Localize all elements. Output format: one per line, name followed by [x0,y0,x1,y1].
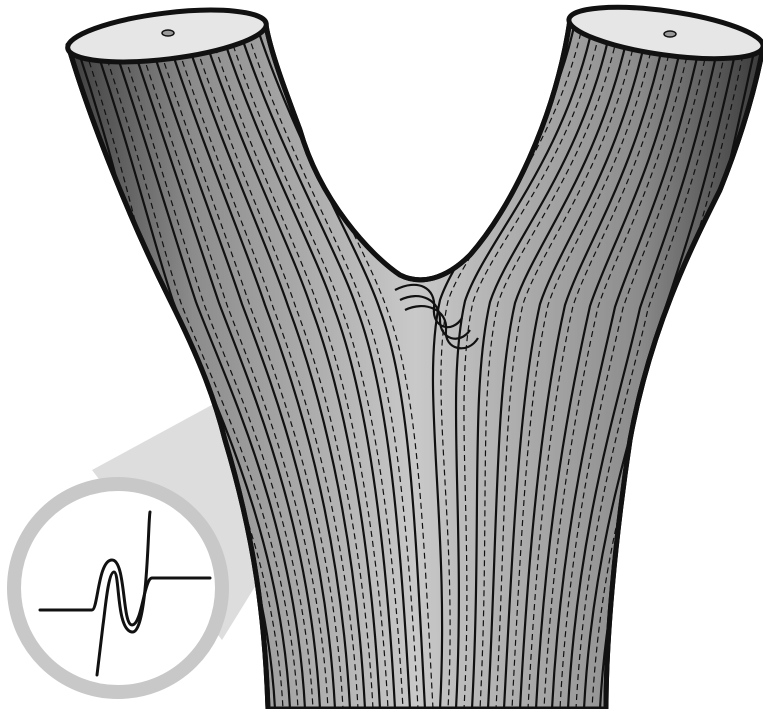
right-pith-dot [664,31,676,37]
magnifier-callout [14,484,222,692]
left-pith-dot [162,30,174,36]
